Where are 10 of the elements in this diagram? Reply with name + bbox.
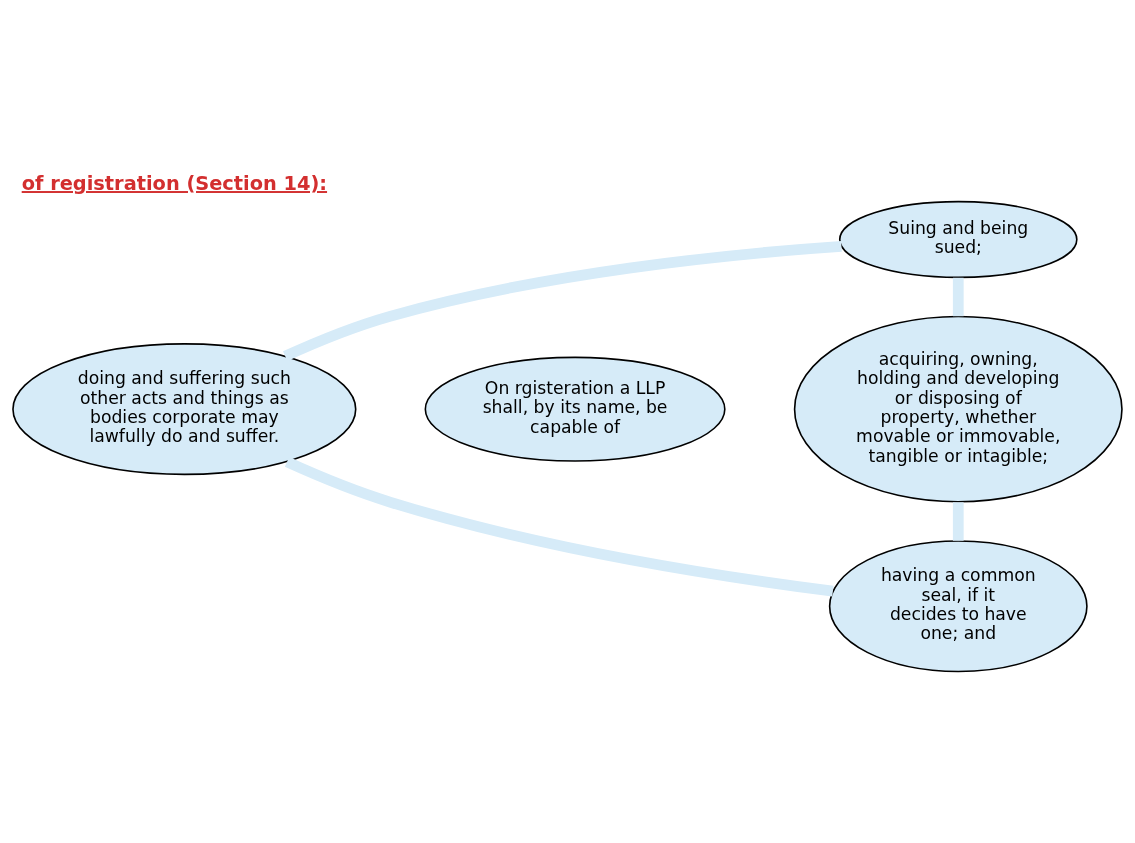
- node-ellipse: acquiring, owning, holding and developing or disposing of property, whether movable or immovable, tangible or intagible;: [793, 315, 1123, 503]
- node-ellipse: Suing and being sued;: [838, 200, 1078, 279]
- connector: [282, 240, 842, 362]
- node-ellipse: On rgisteration a LLP shall, by its name, be capable of: [424, 356, 726, 462]
- diagram-title: of registration (Section 14):: [21, 172, 328, 196]
- connector: [952, 502, 964, 541]
- node-ellipse: having a common seal, if it decides to have one; and: [828, 540, 1088, 673]
- connector: [284, 457, 834, 597]
- node-ellipse: doing and suffering such other acts and things as bodies corporate may lawfully do and suffer.: [12, 343, 357, 476]
- connector: [952, 277, 964, 317]
